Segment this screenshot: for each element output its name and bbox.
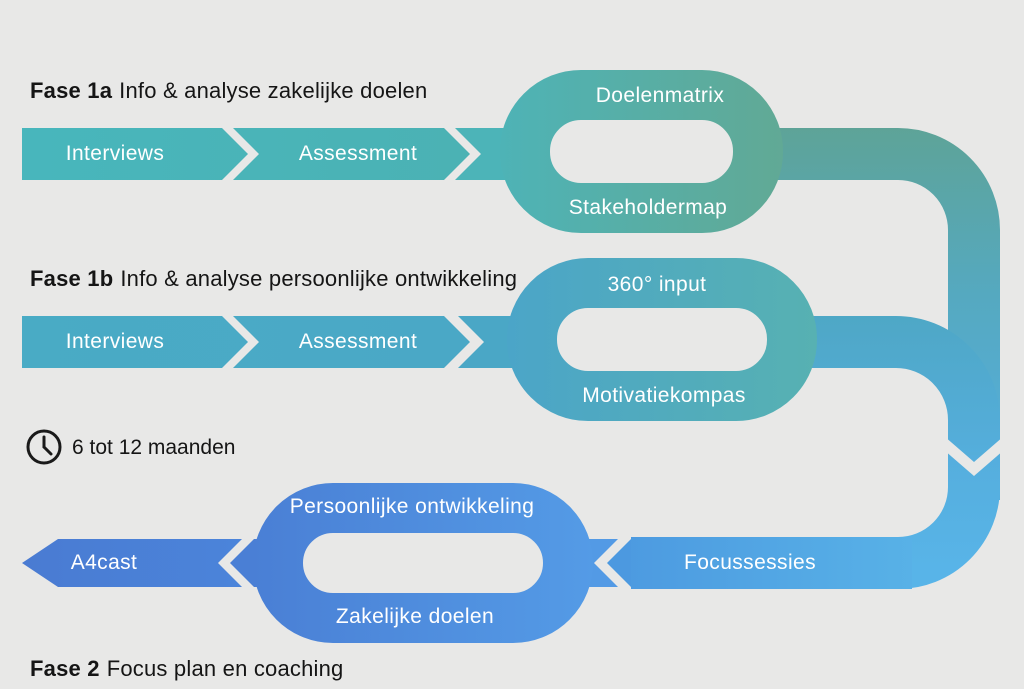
stakeholdermap-label: Stakeholdermap: [568, 196, 728, 219]
flow-down-chevron-icon: [944, 436, 1004, 476]
fase1b-assessment-arrow: [233, 316, 470, 368]
duration-label: 6 tot 12 maanden: [72, 436, 236, 459]
fase1a-assessment-label: Assessment: [298, 142, 418, 165]
fase1a-interviews-arrow: [22, 128, 248, 180]
fase2-heading-bold: Fase 2: [30, 656, 100, 681]
connector-band-curve: [896, 455, 1000, 589]
loop3-ring: [253, 483, 593, 643]
fase1b-interviews-label: Interviews: [65, 330, 165, 353]
fase1a-heading-text: Info & analyse zakelijke doelen: [119, 78, 428, 103]
loop1-ring: [500, 70, 783, 233]
fase1b-interviews-arrow: [22, 316, 248, 368]
clock-icon: [26, 429, 62, 465]
fase1a-assessment-arrow: [233, 128, 470, 180]
loop2-entry-notch: [458, 316, 520, 368]
fase1b-heading-bold: Fase 1b: [30, 266, 114, 291]
connector-band-down: [760, 128, 1000, 500]
persoonlijke-ontwikkeling-label: Persoonlijke ontwikkeling: [289, 495, 535, 518]
fase1b-heading-text: Info & analyse persoonlijke ontwikkeling: [120, 266, 518, 291]
fase1a-heading-bold: Fase 1a: [30, 78, 113, 103]
doelenmatrix-label: Doelenmatrix: [595, 84, 725, 107]
focussessies-arrow-tip: [607, 539, 631, 587]
connector-band-merge: [790, 316, 1000, 452]
input-360-label: 360° input: [607, 273, 707, 296]
loop1-entry-notch: [455, 128, 515, 180]
motivatiekompas-label: Motivatiekompas: [582, 384, 746, 407]
fase1b-assessment-label: Assessment: [298, 330, 418, 353]
zakelijke-doelen-label: Zakelijke doelen: [335, 605, 495, 628]
focussessies-label: Focussessies: [683, 551, 817, 574]
a4cast-arrow: [22, 539, 242, 587]
loop2-ring: [507, 258, 817, 421]
fase1a-interviews-label: Interviews: [65, 142, 165, 165]
fase2-heading-text: Focus plan en coaching: [106, 656, 344, 681]
a4cast-label: A4cast: [70, 551, 138, 574]
